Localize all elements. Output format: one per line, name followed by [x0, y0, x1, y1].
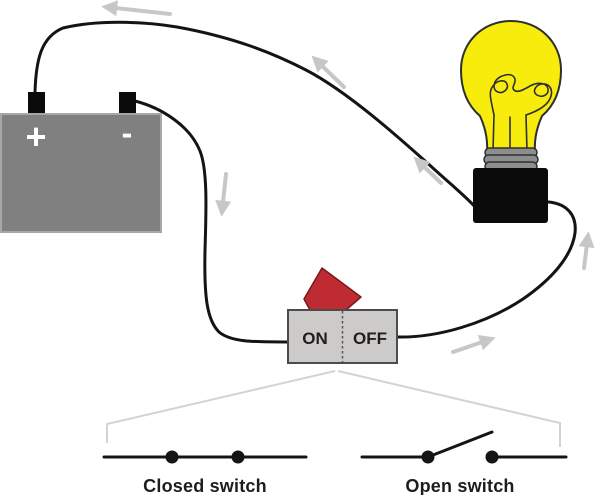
battery-positive-label: + [25, 116, 46, 157]
open-switch-symbol [360, 430, 568, 464]
bulb-globe [460, 20, 562, 153]
open-switch-contact-right [485, 450, 499, 464]
current-arrow-upper-middle [311, 55, 346, 89]
closed-switch-contact-right [231, 450, 245, 464]
closed-switch-contact-left [165, 450, 179, 464]
wire-positive-to-bulb [33, 20, 477, 209]
battery-negative-label: - [122, 115, 133, 151]
battery: + - [0, 92, 162, 233]
battery-body [0, 113, 162, 233]
switch-body [287, 309, 398, 364]
switch-lever [303, 267, 362, 311]
wire-negative-to-switch [133, 99, 290, 344]
closed-switch-symbol [102, 450, 308, 464]
bulb-collar [483, 147, 539, 172]
current-arrow-down-left [215, 172, 232, 217]
current-arrow-near-bulb [413, 156, 443, 185]
current-arrow-after-switch [451, 335, 496, 354]
wire-switch-to-bulb [395, 200, 577, 339]
open-switch-contact-left [421, 450, 435, 464]
open-switch-label: Open switch [405, 476, 514, 495]
bulb-base [473, 168, 548, 223]
callout-leaders [106, 370, 561, 447]
current-arrow-up-right [578, 231, 595, 270]
switch: ON OFF [287, 267, 398, 364]
callout-leader-left [106, 370, 336, 443]
bulb-filament [489, 73, 553, 152]
current-arrow-top-left [101, 0, 172, 17]
switch-off-label: OFF [353, 329, 387, 348]
circuit-wires [33, 20, 577, 344]
callout-leader-right [337, 370, 561, 447]
battery-negative-terminal [119, 92, 136, 115]
battery-positive-terminal [28, 92, 45, 115]
light-bulb [460, 20, 562, 223]
closed-switch-label: Closed switch [143, 476, 267, 495]
switch-on-label: ON [302, 329, 328, 348]
open-switch-lever [426, 430, 494, 459]
current-flow-arrows [101, 0, 595, 354]
